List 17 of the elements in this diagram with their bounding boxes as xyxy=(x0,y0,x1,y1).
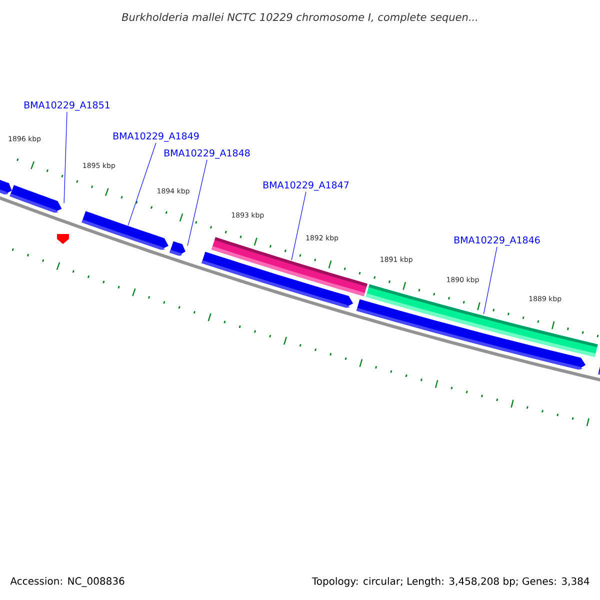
leader-line xyxy=(128,142,156,226)
gene-feature xyxy=(170,241,186,256)
leader-line xyxy=(187,160,208,246)
leader-line xyxy=(483,246,498,314)
gene-label: BMA10229_A1847 xyxy=(264,181,349,191)
leader-line xyxy=(64,112,68,204)
accession-text: Accession: NC_008836 xyxy=(10,577,124,587)
gene-label: BMA10229_A1848 xyxy=(164,149,250,159)
gene-feature xyxy=(10,185,62,213)
gene-label: BMA10229_A1849 xyxy=(114,132,199,142)
gene-feature xyxy=(366,284,598,357)
gene-label: BMA10229_A1846 xyxy=(454,236,540,246)
gene-feature xyxy=(211,237,368,296)
title: Burkholderia mallei NCTC 10229 chromosome I, complete sequen... xyxy=(122,12,478,24)
gene-feature xyxy=(82,211,168,250)
gene-label: BMA10229_A1851 xyxy=(24,101,110,111)
summary-text: Topology: circular; Length: 3,458,208 bp; Genes: 3,384 xyxy=(312,577,590,587)
